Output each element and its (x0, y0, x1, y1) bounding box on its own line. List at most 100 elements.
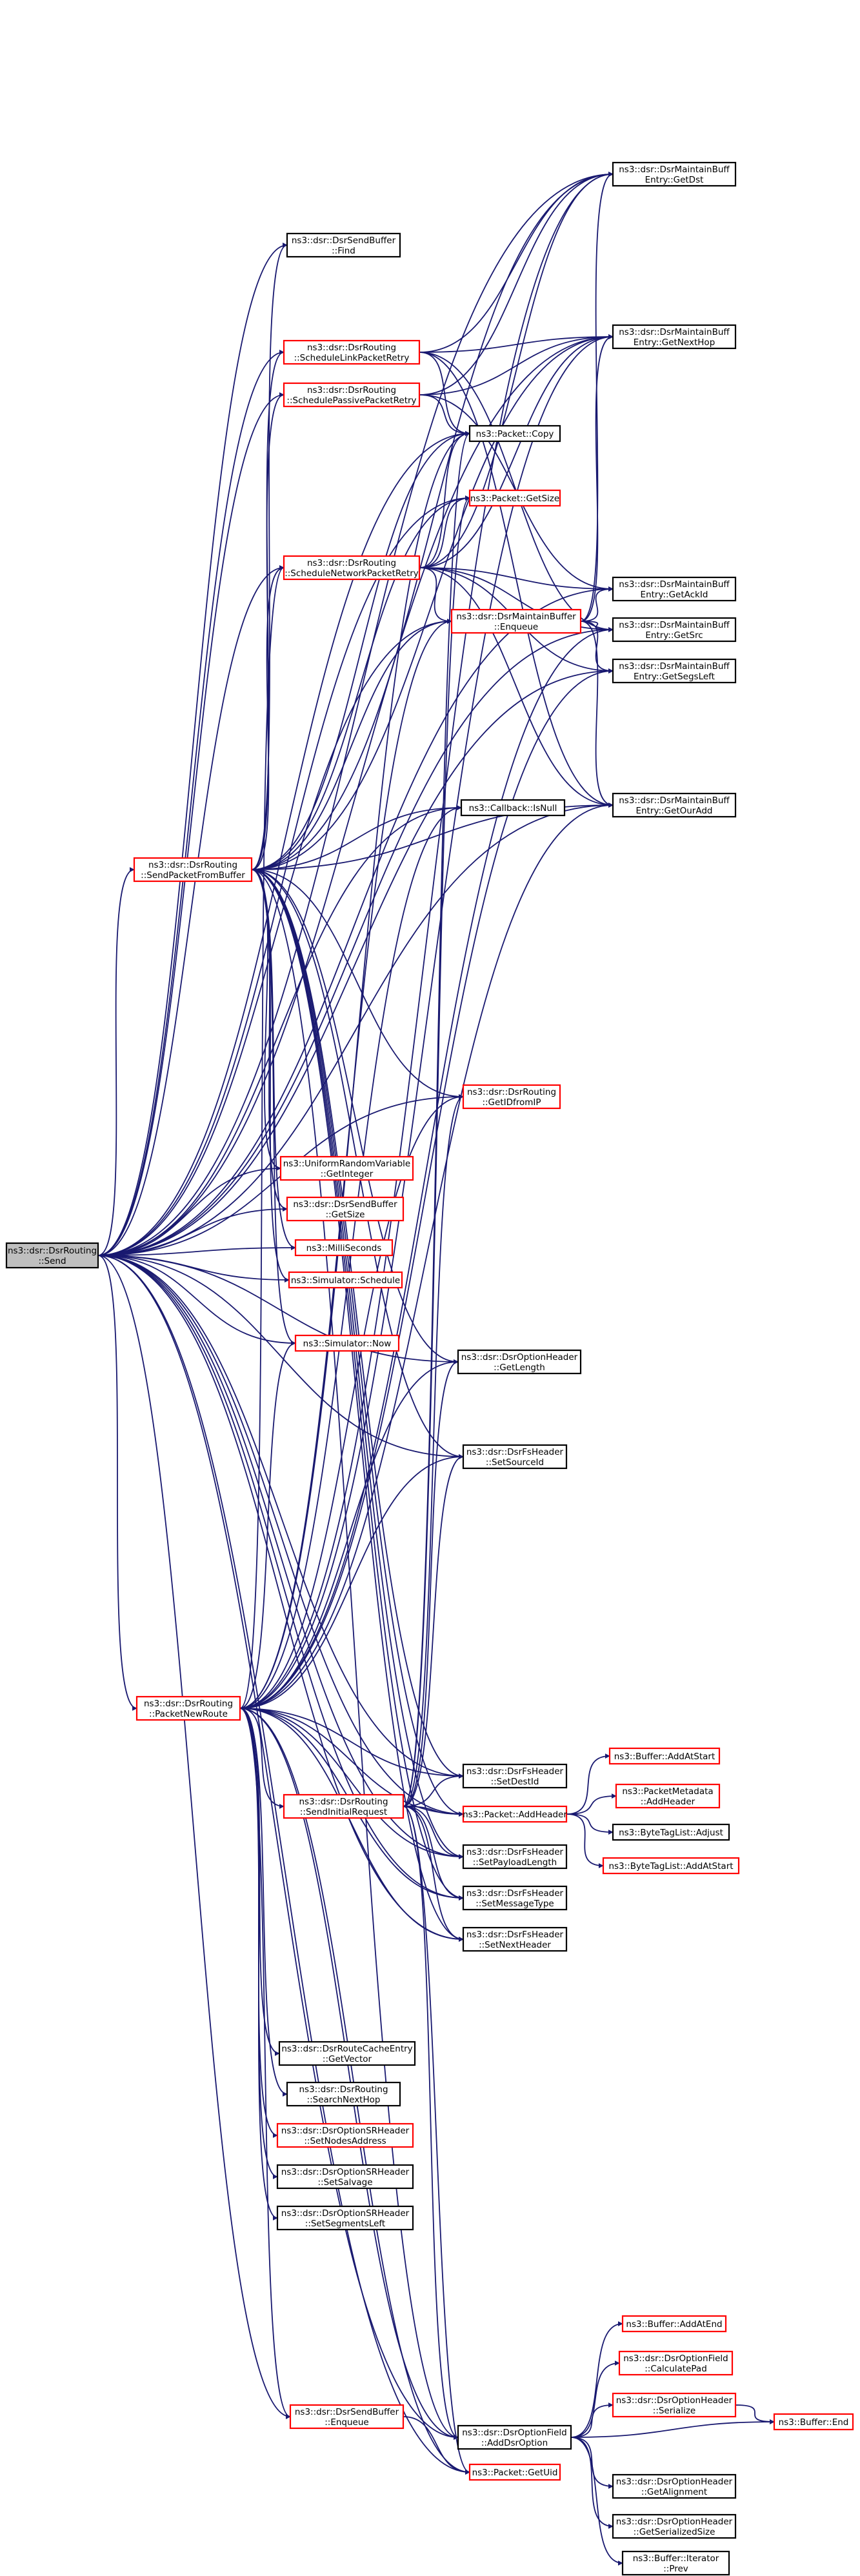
call-edge (570, 2419, 775, 2438)
node-packet-addheader[interactable]: ns3::Packet::AddHeader (462, 1805, 567, 1823)
node-maint-getnexthop[interactable]: ns3::dsr::DsrMaintainBuffEntry::GetNextH… (612, 324, 737, 350)
node-label: ns3::ByteTagList::AddAtStart (608, 1861, 733, 1872)
node-getidfromip[interactable]: ns3::dsr::DsrRouting::GetIDfromIP (462, 1084, 561, 1110)
call-edge (566, 1793, 617, 1815)
node-sendpacketfrombuffer[interactable]: ns3::dsr::DsrRouting::SendPacketFromBuff… (133, 857, 253, 883)
node-box (608, 1747, 721, 1765)
node-send[interactable]: ns3::dsr::DsrRouting::Send (5, 1242, 99, 1269)
call-edge (97, 1255, 137, 1711)
call-edge (97, 867, 135, 1256)
node-urv-getinteger[interactable]: ns3::UniformRandomVariable::GetInteger (279, 1155, 414, 1181)
call-edge (97, 243, 288, 1256)
node-optionheader-getalignment[interactable]: ns3::dsr::DsrOptionHeader::GetAlignment (612, 2473, 737, 2499)
call-edge (419, 172, 614, 568)
call-edge (251, 334, 614, 870)
node-packetnewroute[interactable]: ns3::dsr::DsrRouting::PacketNewRoute (135, 1695, 241, 1721)
node-maint-getsegsleft[interactable]: ns3::dsr::DsrMaintainBuffEntry::GetSegsL… (612, 658, 737, 684)
node-sched-link[interactable]: ns3::dsr::DsrRouting::ScheduleLinkPacket… (283, 339, 421, 365)
node-packet-getuid[interactable]: ns3::Packet::GetUid (468, 2463, 561, 2481)
node-buffer-iterator-prev[interactable]: ns3::Buffer::Iterator::Prev (621, 2550, 730, 2576)
node-routecache-getvector[interactable]: ns3::dsr::DsrRouteCacheEntry::GetVector (278, 2041, 416, 2066)
node-packetmetadata-addheader[interactable]: ns3::PacketMetadata::AddHeader (615, 1783, 721, 1809)
node-sendinitialrequest[interactable]: ns3::dsr::DsrRouting::SendInitialRequest (283, 1793, 405, 1819)
node-optionfield-calculatepad[interactable]: ns3::dsr::DsrOptionField::CalculatePad (618, 2350, 734, 2376)
node-srheader-setnodesaddress[interactable]: ns3::dsr::DsrOptionSRHeader::SetNodesAdd… (276, 2122, 414, 2148)
node-label: ::Enqueue (494, 622, 538, 632)
node-fsheader-setsourceid[interactable]: ns3::dsr::DsrFsHeader::SetSourceId (462, 1444, 568, 1470)
node-box (462, 1885, 568, 1911)
node-fsheader-setpayloadlength[interactable]: ns3::dsr::DsrFsHeader::SetPayloadLength (462, 1844, 568, 1870)
call-edge (403, 1359, 459, 1807)
node-sendbuf-find[interactable]: ns3::dsr::DsrSendBuffer::Find (286, 232, 401, 258)
node-sendbuf-getsize[interactable]: ns3::dsr::DsrSendBuffer::GetSize (286, 1196, 405, 1222)
node-bytetaglist-adjust[interactable]: ns3::ByteTagList::Adjust (612, 1823, 730, 1841)
node-label: Entry::GetDst (645, 175, 704, 185)
node-searchnexthop[interactable]: ns3::dsr::DsrRouting::SearchNextHop (286, 2081, 401, 2107)
node-optionheader-serialize[interactable]: ns3::dsr::DsrOptionHeader::Serialize (612, 2392, 737, 2418)
node-box (615, 1783, 721, 1809)
node-label: ::SetNextHeader (479, 1940, 551, 1950)
node-label: ns3::dsr::DsrRouting (307, 343, 396, 353)
node-box (612, 792, 737, 818)
node-fsheader-setmessagetype[interactable]: ns3::dsr::DsrFsHeader::SetMessageType (462, 1885, 568, 1911)
call-edge (97, 1255, 464, 1942)
node-optionfield-adddsroption[interactable]: ns3::dsr::DsrOptionField::AddDsrOption (457, 2424, 572, 2450)
node-simulator-now[interactable]: ns3::Simulator::Now (294, 1334, 400, 1352)
node-box (133, 857, 253, 883)
node-sched-network[interactable]: ns3::dsr::DsrRouting::ScheduleNetworkPac… (283, 555, 421, 581)
node-sendbuf-enqueue[interactable]: ns3::dsr::DsrSendBuffer::Enqueue (289, 2404, 405, 2430)
node-box (276, 2205, 414, 2231)
node-buffer-addatend[interactable]: ns3::Buffer::AddAtEnd (621, 2315, 727, 2333)
call-edge (403, 495, 470, 1807)
node-maint-enqueue[interactable]: ns3::dsr::DsrMaintainBuffer::Enqueue (450, 608, 582, 634)
node-box (612, 1823, 730, 1841)
node-label: ns3::dsr::DsrRouteCacheEntry (281, 2044, 412, 2054)
node-milliseconds[interactable]: ns3::MilliSeconds (294, 1239, 394, 1257)
node-box (450, 608, 582, 634)
call-edge (97, 431, 470, 1256)
node-label: ns3::UniformRandomVariable (283, 1159, 411, 1169)
node-bytetaglist-addatstart[interactable]: ns3::ByteTagList::AddAtStart (602, 1857, 740, 1875)
call-edge (97, 1255, 464, 1859)
node-packet-getsize[interactable]: ns3::Packet::GetSize (468, 489, 561, 507)
node-optionheader-getserializedsize[interactable]: ns3::dsr::DsrOptionHeader::GetSerialized… (612, 2513, 737, 2539)
call-edge (251, 243, 288, 870)
node-fsheader-setdestid[interactable]: ns3::dsr::DsrFsHeader::SetDestId (462, 1763, 568, 1789)
node-maint-getouradd[interactable]: ns3::dsr::DsrMaintainBuffEntry::GetOurAd… (612, 792, 737, 818)
node-label: ::SetPayloadLength (473, 1857, 557, 1868)
node-box (462, 1763, 568, 1789)
node-srheader-setsalvage[interactable]: ns3::dsr::DsrOptionSRHeader::SetSalvage (276, 2164, 414, 2190)
node-label: ::ScheduleLinkPacketRetry (294, 353, 410, 363)
node-box (773, 2413, 854, 2431)
call-edge (570, 2321, 623, 2438)
call-edge (566, 1813, 604, 1868)
node-srheader-setsegmentsleft[interactable]: ns3::dsr::DsrOptionSRHeader::SetSegments… (276, 2205, 414, 2231)
call-edge (239, 334, 614, 1709)
node-label: ::SetSalvage (318, 2177, 373, 2188)
node-sched-passive[interactable]: ns3::dsr::DsrRouting::SchedulePassivePac… (283, 382, 421, 408)
node-buffer-end[interactable]: ns3::Buffer::End (773, 2413, 854, 2431)
node-box (135, 1695, 241, 1721)
node-optheader-getlength[interactable]: ns3::dsr::DsrOptionHeader::GetLength (457, 1349, 582, 1375)
node-label: ::SendPacketFromBuffer (141, 870, 245, 881)
node-buffer-addatstart[interactable]: ns3::Buffer::AddAtStart (608, 1747, 721, 1765)
call-edge (566, 1753, 610, 1815)
node-label: ns3::dsr::DsrFsHeader (466, 1847, 564, 1857)
call-edge (239, 805, 462, 1709)
node-callback-isnull[interactable]: ns3::Callback::IsNull (460, 799, 566, 817)
node-label: ns3::dsr::DsrRouting (8, 1246, 97, 1256)
node-fsheader-setnextheader[interactable]: ns3::dsr::DsrFsHeader::SetNextHeader (462, 1926, 568, 1952)
node-packet-copy[interactable]: ns3::Packet::Copy (468, 424, 561, 443)
node-label: ::GetInteger (321, 1169, 374, 1179)
node-label: Entry::GetOurAdd (636, 806, 713, 816)
call-edge (419, 394, 470, 436)
node-simulator-schedule[interactable]: ns3::Simulator::Schedule (288, 1271, 403, 1289)
node-box (612, 324, 737, 350)
node-box (612, 161, 737, 187)
node-box (612, 2513, 737, 2539)
node-box (283, 1793, 405, 1819)
